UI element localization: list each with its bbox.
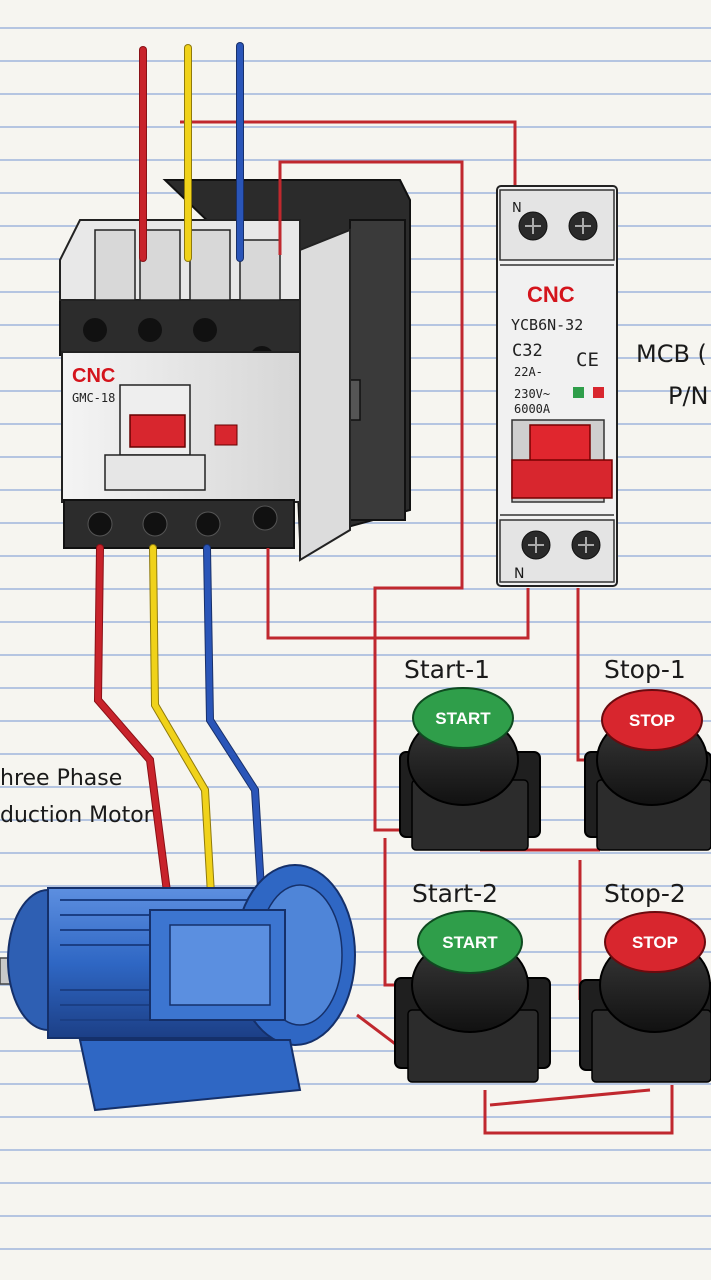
- start-1-caption: Start-1: [404, 655, 490, 684]
- control-wiring: [180, 120, 674, 1135]
- mcb-side-label: MCB (: [636, 340, 707, 368]
- mcb-brand: CNC: [527, 282, 575, 307]
- mcb-model: YCB6N-32: [511, 316, 583, 334]
- start-1-cap-label: START: [435, 709, 491, 728]
- contactor: CNC GMC-18: [59, 179, 411, 562]
- three-phase-supply-wires: [139, 42, 244, 262]
- mcb-breaking-capacity: 6000A: [514, 402, 551, 416]
- start-button-2: START: [394, 910, 551, 1083]
- start-button-1: START: [399, 687, 541, 851]
- mcb-breaker: N N CNC YCB6N-32 C32 CE 22A- 230V~ 6000A: [496, 185, 618, 587]
- mcb-neutral-top: N: [512, 201, 522, 216]
- mcb-side-label-pn: P/N: [668, 382, 709, 410]
- stop-button-2: STOP: [579, 911, 711, 1083]
- contactor-brand: CNC: [72, 365, 115, 387]
- start-2-caption: Start-2: [412, 879, 498, 908]
- stop-2-caption: Stop-2: [604, 879, 686, 908]
- stop-1-caption: Stop-1: [604, 655, 686, 684]
- motor-label-line1: hree Phase: [0, 766, 122, 791]
- mcb-ce-mark: CE: [576, 349, 599, 371]
- motor-feed-wires: [93, 544, 266, 919]
- motor-label-line2: duction Motor: [0, 803, 154, 828]
- mcb-voltage: 230V~: [514, 387, 550, 401]
- stop-button-1: STOP: [584, 689, 711, 851]
- mcb-current: 22A-: [514, 365, 543, 379]
- mcb-rating: C32: [512, 341, 543, 361]
- stop-2-cap-label: STOP: [632, 933, 678, 952]
- stop-1-cap-label: STOP: [629, 711, 675, 730]
- contactor-model: GMC-18: [72, 391, 115, 405]
- three-phase-motor: [0, 864, 356, 1112]
- start-2-cap-label: START: [442, 933, 498, 952]
- mcb-neutral-bottom: N: [514, 566, 524, 582]
